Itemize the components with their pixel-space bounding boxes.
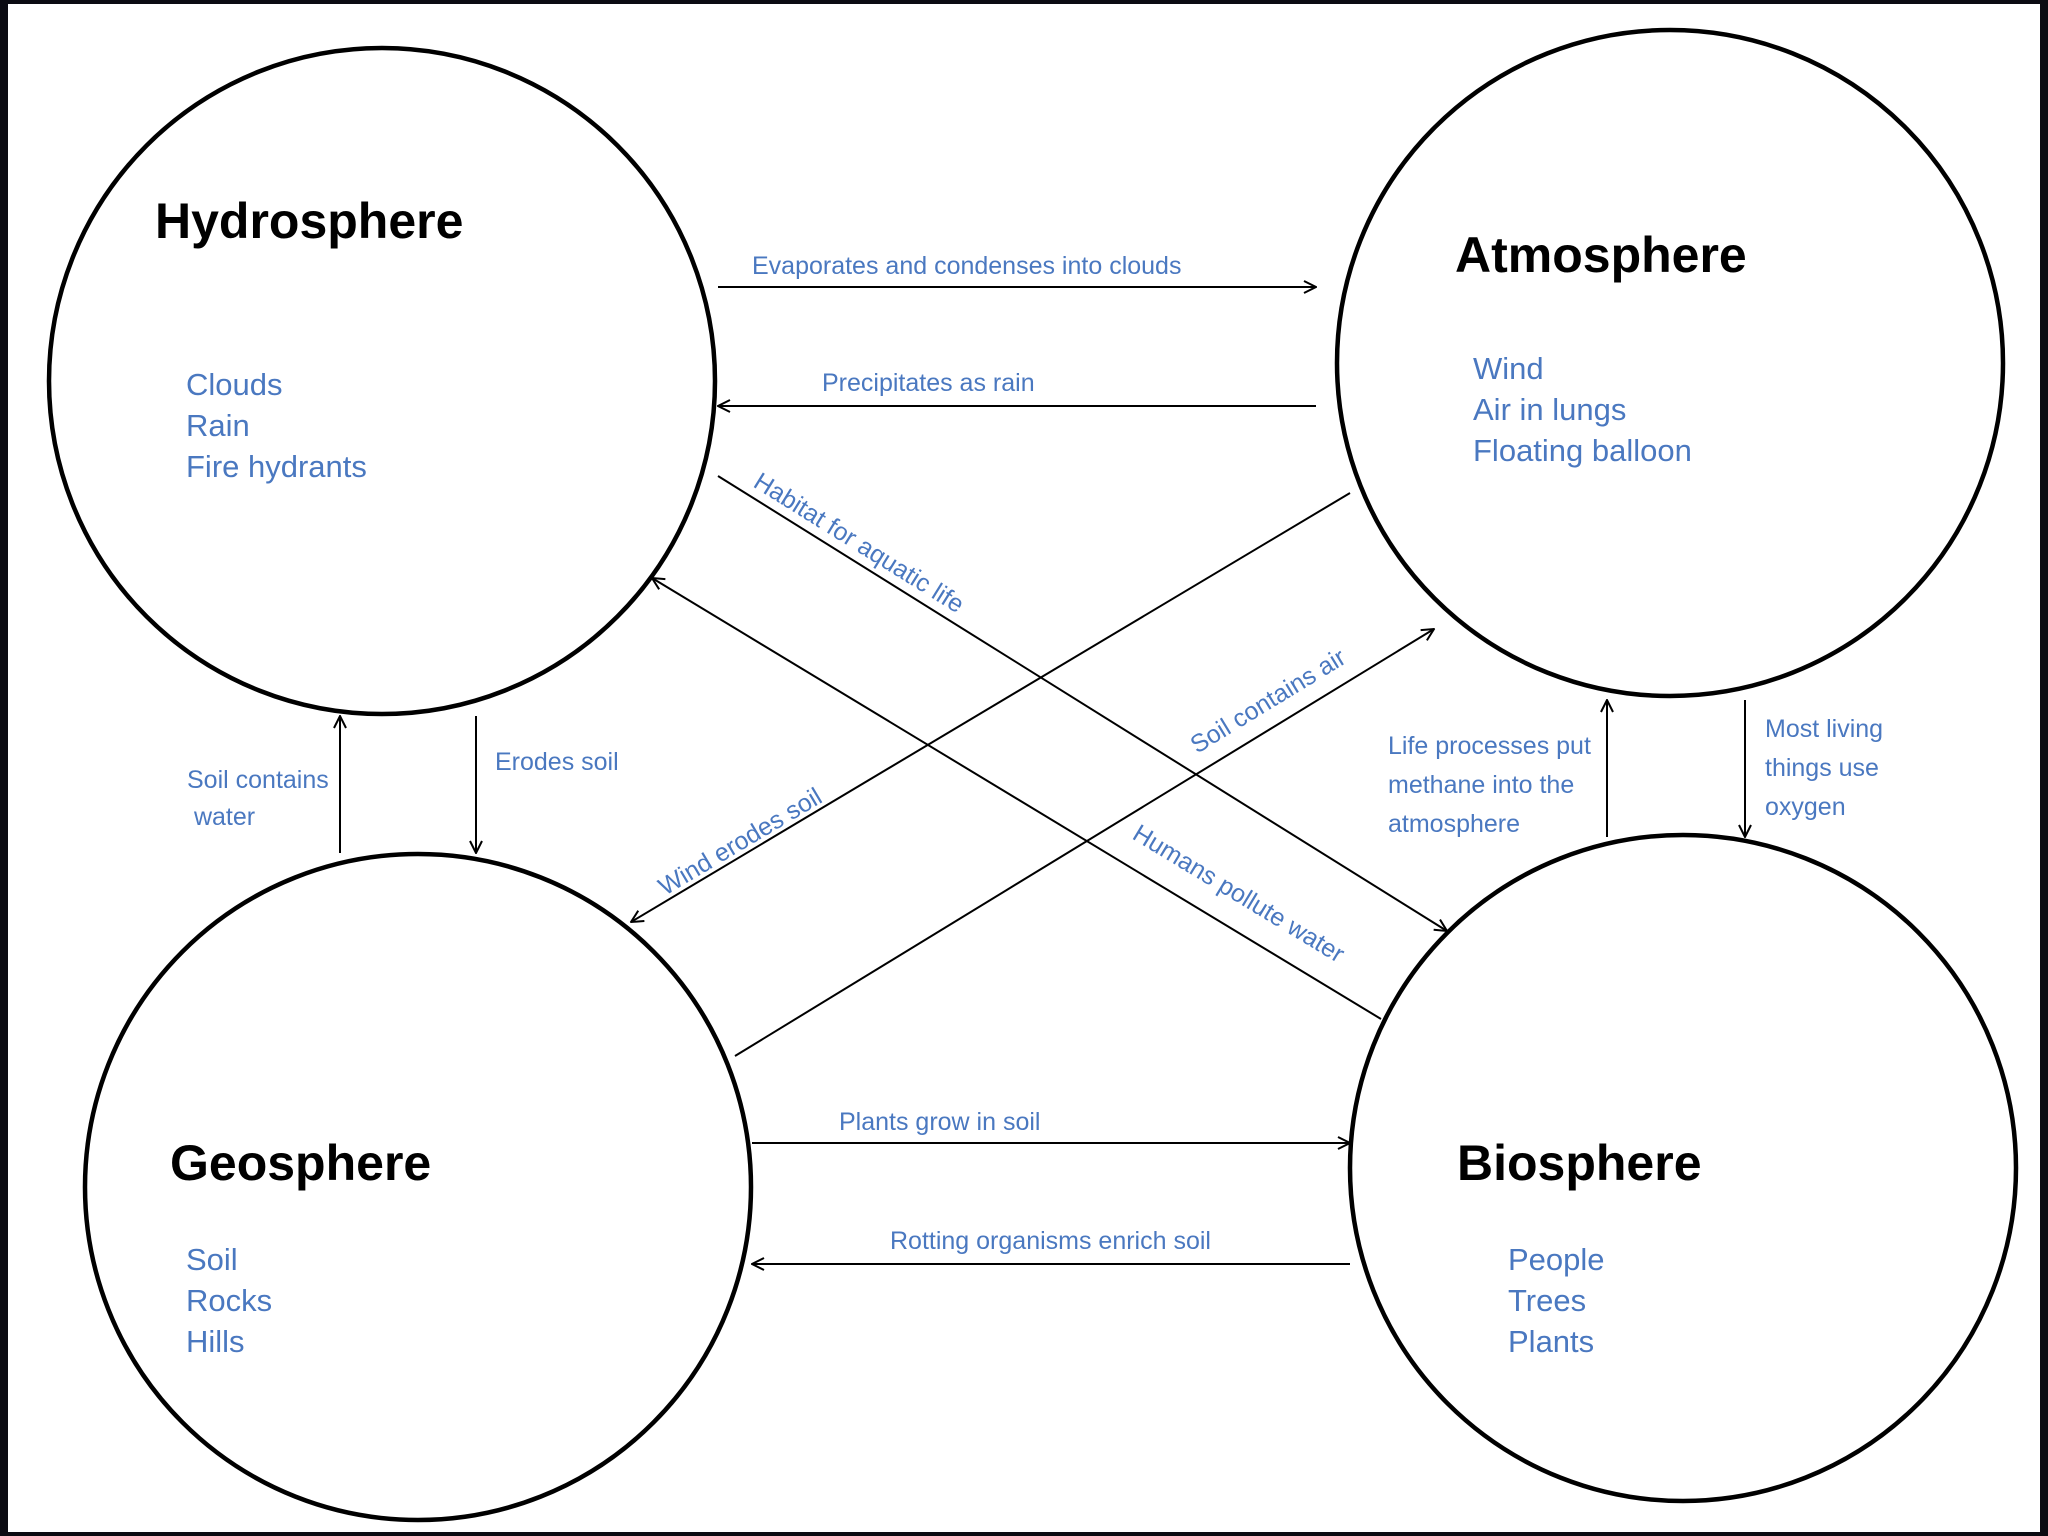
atmosphere-circle: [1334, 27, 2006, 699]
edge-label-line: methane into the: [1388, 771, 1574, 799]
edge-hydro-to-atmo: Evaporates and condenses into clouds: [718, 252, 1316, 287]
earth-systems-diagram: Evaporates and condenses into cloudsPrec…: [46, 27, 2019, 1523]
biosphere-title: Biosphere: [1457, 1135, 1702, 1191]
edge-label-geo-to-hydro: Soil contains water: [187, 766, 329, 831]
edge-label-atmo-to-geo: Wind erodes soil: [654, 782, 827, 901]
edge-label-atmo-to-bio: Most living things use oxygen: [1765, 715, 1883, 821]
edge-hydro-to-geo: Erodes soil: [476, 716, 619, 853]
edge-label-bio-to-geo: Rotting organisms enrich soil: [890, 1227, 1211, 1255]
edge-atmo-to-hydro: Precipitates as rain: [718, 369, 1316, 406]
edge-label-hydro-to-bio: Habitat for aquatic life: [749, 467, 969, 619]
arrow-geo-to-atmo: [734, 629, 1434, 1057]
biosphere-item: People: [1508, 1242, 1605, 1277]
edge-label-line: Life processes put: [1388, 732, 1591, 760]
edge-geo-to-bio: Plants grow in soil: [752, 1108, 1350, 1143]
edge-label-line: Humans pollute water: [1128, 819, 1349, 968]
atmosphere-title: Atmosphere: [1455, 227, 1747, 283]
edge-label-hydro-to-atmo: Evaporates and condenses into clouds: [752, 252, 1181, 280]
atmosphere-item: Floating balloon: [1473, 433, 1692, 468]
edge-label-line: Plants grow in soil: [839, 1108, 1040, 1136]
geosphere-circle: [82, 851, 754, 1523]
atmosphere-item: Wind: [1473, 351, 1544, 386]
edge-label-line: Precipitates as rain: [822, 369, 1035, 397]
edge-label-line: atmosphere: [1388, 810, 1520, 838]
edge-label-line: oxygen: [1765, 793, 1846, 821]
edge-label-hydro-to-geo: Erodes soil: [495, 748, 619, 776]
hydrosphere-circle: [46, 45, 718, 717]
edge-label-atmo-to-hydro: Precipitates as rain: [822, 369, 1035, 397]
edge-bio-to-atmo: Life processes put methane into the atmosp…: [1388, 700, 1607, 838]
edge-bio-to-hydro: Humans pollute water: [652, 578, 1382, 1020]
edge-label-line: Rotting organisms enrich soil: [890, 1227, 1211, 1255]
edge-label-bio-to-atmo: Life processes put methane into the atmosp…: [1388, 732, 1591, 838]
hydrosphere-item: Rain: [186, 408, 250, 443]
geosphere-title: Geosphere: [170, 1135, 431, 1191]
edge-geo-to-atmo: Soil contains air: [734, 629, 1434, 1057]
edge-label-line: Soil contains: [187, 766, 329, 794]
edge-label-line: water: [187, 803, 255, 831]
edge-atmo-to-bio: Most living things use oxygen: [1745, 700, 1883, 837]
edge-label-geo-to-bio: Plants grow in soil: [839, 1108, 1040, 1136]
geosphere-item: Rocks: [186, 1283, 272, 1318]
edge-label-line: Erodes soil: [495, 748, 619, 776]
edge-label-line: Wind erodes soil: [654, 782, 827, 901]
edge-hydro-to-bio: Habitat for aquatic life: [717, 467, 1447, 931]
edge-label-line: Habitat for aquatic life: [749, 467, 969, 619]
biosphere-circle: [1347, 832, 2019, 1504]
arrow-hydro-to-bio: [717, 475, 1447, 931]
biosphere-item: Trees: [1508, 1283, 1586, 1318]
edge-label-line: Soil contains air: [1186, 643, 1351, 759]
edge-label-line: Evaporates and condenses into clouds: [752, 252, 1181, 280]
hydrosphere-item: Fire hydrants: [186, 449, 367, 484]
hydrosphere-item: Clouds: [186, 367, 283, 402]
edge-geo-to-hydro: Soil contains water: [187, 716, 340, 853]
geosphere-item: Soil: [186, 1242, 238, 1277]
atmosphere-item: Air in lungs: [1473, 392, 1626, 427]
arrow-atmo-to-geo: [631, 492, 1351, 922]
hydrosphere-title: Hydrosphere: [155, 193, 463, 249]
edge-label-bio-to-hydro: Humans pollute water: [1128, 819, 1349, 968]
edge-label-geo-to-atmo: Soil contains air: [1186, 643, 1351, 759]
arrow-bio-to-hydro: [652, 578, 1382, 1020]
edge-bio-to-geo: Rotting organisms enrich soil: [752, 1227, 1350, 1264]
biosphere-item: Plants: [1508, 1324, 1594, 1359]
geosphere-item: Hills: [186, 1324, 245, 1359]
edge-label-line: Most living: [1765, 715, 1883, 743]
edge-label-line: things use: [1765, 754, 1879, 782]
